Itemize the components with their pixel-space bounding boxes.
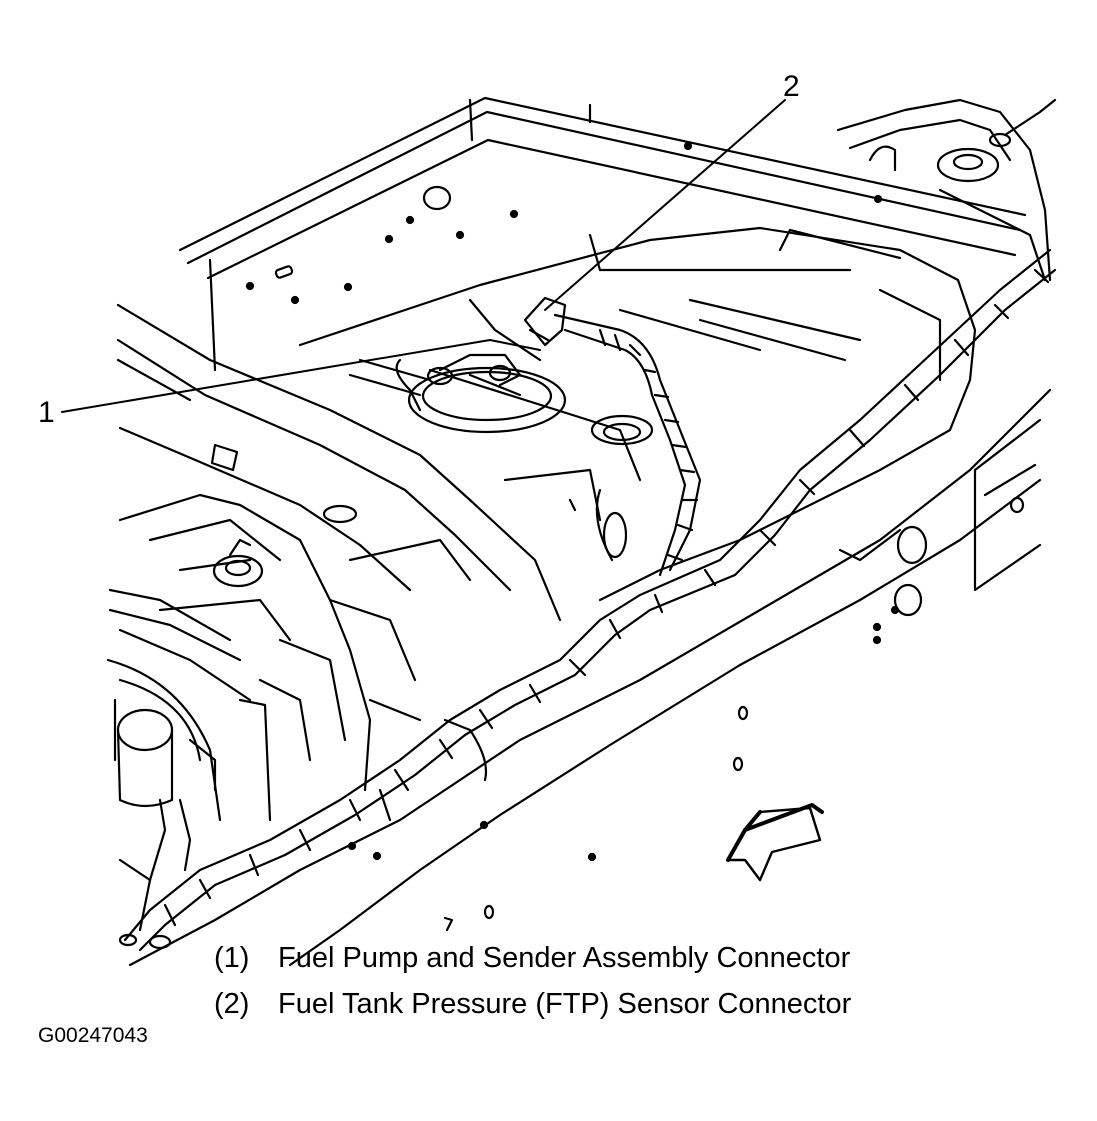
legend-item-2-text: Fuel Tank Pressure (FTP) Sensor Connecto… [278,988,852,1020]
legend-item-1-text: Fuel Pump and Sender Assembly Connector [278,942,851,974]
legend-item-2: (2) Fuel Tank Pressure (FTP) Sensor Conne… [214,987,851,1021]
legend-item-1: (1) Fuel Pump and Sender Assembly Connect… [214,941,850,975]
callout-2-label: 2 [783,70,800,103]
fuel-pump-module [348,298,567,434]
callout-2-leader [544,99,786,311]
legend-item-2-number: (2) [214,988,250,1020]
left-components [106,493,472,932]
legend-item-1-number: (1) [214,942,250,974]
ftp-connector-and-harness [523,296,702,577]
right-frame-rail [128,388,1052,967]
left-frame-rail [116,303,562,622]
figure-id: G00247043 [38,1024,148,1047]
forward-direction-arrow [726,803,824,882]
upper-right-mount [836,98,1057,282]
rear-crossmember [178,96,1027,372]
callout-1-leader [61,339,541,413]
fuel-tank [298,226,977,602]
callout-1-label: 1 [38,396,55,429]
main-wiring-harness [118,248,1057,952]
